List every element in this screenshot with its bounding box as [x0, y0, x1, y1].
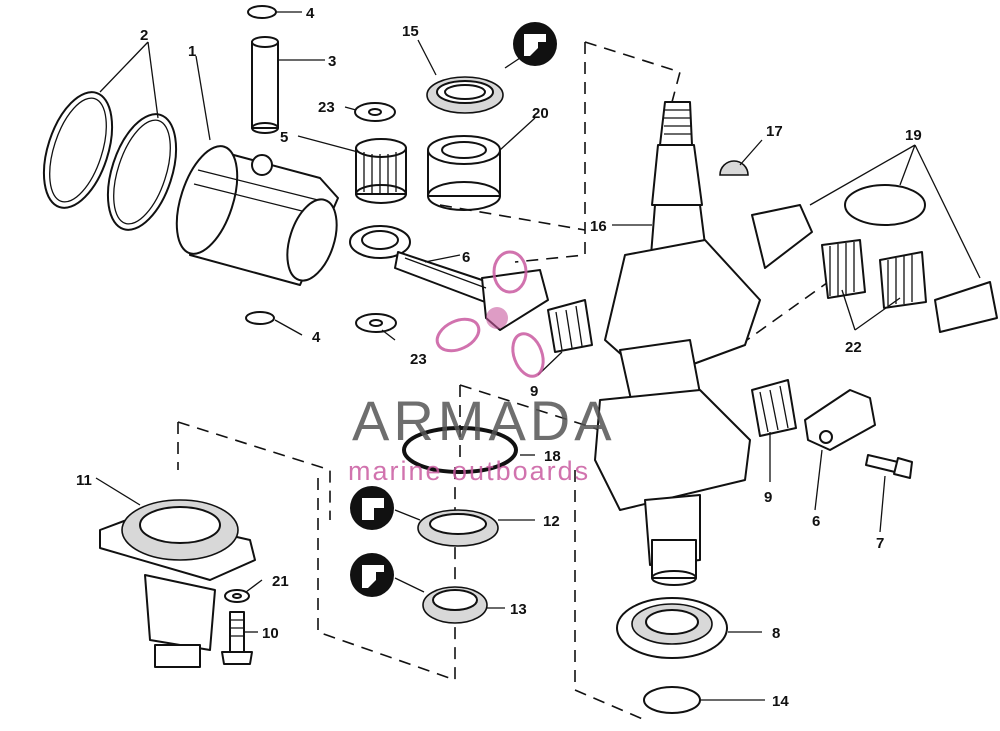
part-number-labels: 2 1 4 3 15 20 23 5 6 4 23 9 17 19 16 22 … [76, 5, 922, 710]
part-label-3: 3 [328, 53, 336, 70]
part-label-13: 13 [510, 601, 527, 618]
part-label-4-bottom: 4 [312, 329, 321, 346]
part-label-16: 16 [590, 218, 607, 235]
part-label-6-cap: 6 [812, 513, 820, 530]
main-bearing-race-upper [751, 204, 813, 269]
seal-profile-icon-12 [350, 486, 394, 530]
needle-bearing-small [355, 138, 407, 204]
rod-cap-screw [865, 454, 913, 479]
thrust-washer-bottom [355, 313, 397, 333]
o-ring [402, 426, 518, 474]
part-label-10: 10 [262, 625, 279, 642]
leader-lines [95, 11, 981, 701]
propeller-logo [435, 250, 545, 378]
rod-cap [804, 389, 876, 451]
part-label-1: 1 [188, 43, 196, 60]
part-label-7: 7 [876, 535, 884, 552]
part-label-12: 12 [543, 513, 560, 530]
housing-washer [224, 589, 250, 603]
main-bearing-cage-right [879, 251, 927, 309]
crankshaft-seal-12 [417, 509, 499, 547]
retaining-ring-lower [643, 686, 701, 714]
part-label-18: 18 [544, 448, 561, 465]
woodruff-key [719, 160, 749, 176]
part-label-19: 19 [905, 127, 922, 144]
part-label-22: 22 [845, 339, 862, 356]
part-label-23-top: 23 [318, 99, 335, 116]
part-label-11: 11 [76, 472, 92, 489]
part-label-8: 8 [772, 625, 780, 642]
part-label-20: 20 [532, 105, 549, 122]
crankshaft-seal-13 [422, 586, 488, 624]
watermark-tagline: marine outboards [348, 456, 590, 486]
housing-screw [221, 611, 253, 665]
piston-pin [251, 36, 279, 134]
part-label-9-right: 9 [764, 489, 772, 506]
part-label-17: 17 [766, 123, 783, 140]
part-label-15: 15 [402, 23, 419, 40]
thrust-washer-top [354, 102, 396, 122]
part-label-5: 5 [280, 129, 288, 146]
assembly-guide-lines [177, 41, 846, 721]
crankshaft-seal-upper [426, 76, 504, 114]
watermark-name: ARMADA [352, 389, 616, 452]
part-label-23-bottom: 23 [410, 351, 427, 368]
rod-bearing-left [547, 299, 593, 353]
crankshaft [594, 101, 761, 586]
pin-retainer-bottom [245, 311, 275, 325]
part-label-21: 21 [272, 573, 289, 590]
main-bearing-race-lower [934, 281, 998, 333]
piston [175, 145, 339, 286]
part-label-2: 2 [140, 27, 148, 44]
piston-rings [42, 91, 178, 231]
pin-retainer-top [247, 5, 277, 19]
seal-profile-icon-15 [513, 22, 557, 66]
part-label-4-top: 4 [306, 5, 315, 22]
part-label-6-rod: 6 [462, 249, 470, 266]
bearing-retaining-ring [844, 184, 926, 226]
bearing-housing [99, 499, 256, 668]
ball-bearing-lower [616, 597, 728, 659]
seal-profile-icon-13 [350, 553, 394, 597]
armada-watermark: ARMADA marine outboards [348, 250, 616, 486]
roller-bearing-upper [427, 135, 501, 211]
main-bearing-cage-left [821, 239, 866, 299]
part-label-14: 14 [772, 693, 789, 710]
part-label-9-left: 9 [530, 383, 538, 400]
rod-bearing-right [751, 379, 797, 437]
